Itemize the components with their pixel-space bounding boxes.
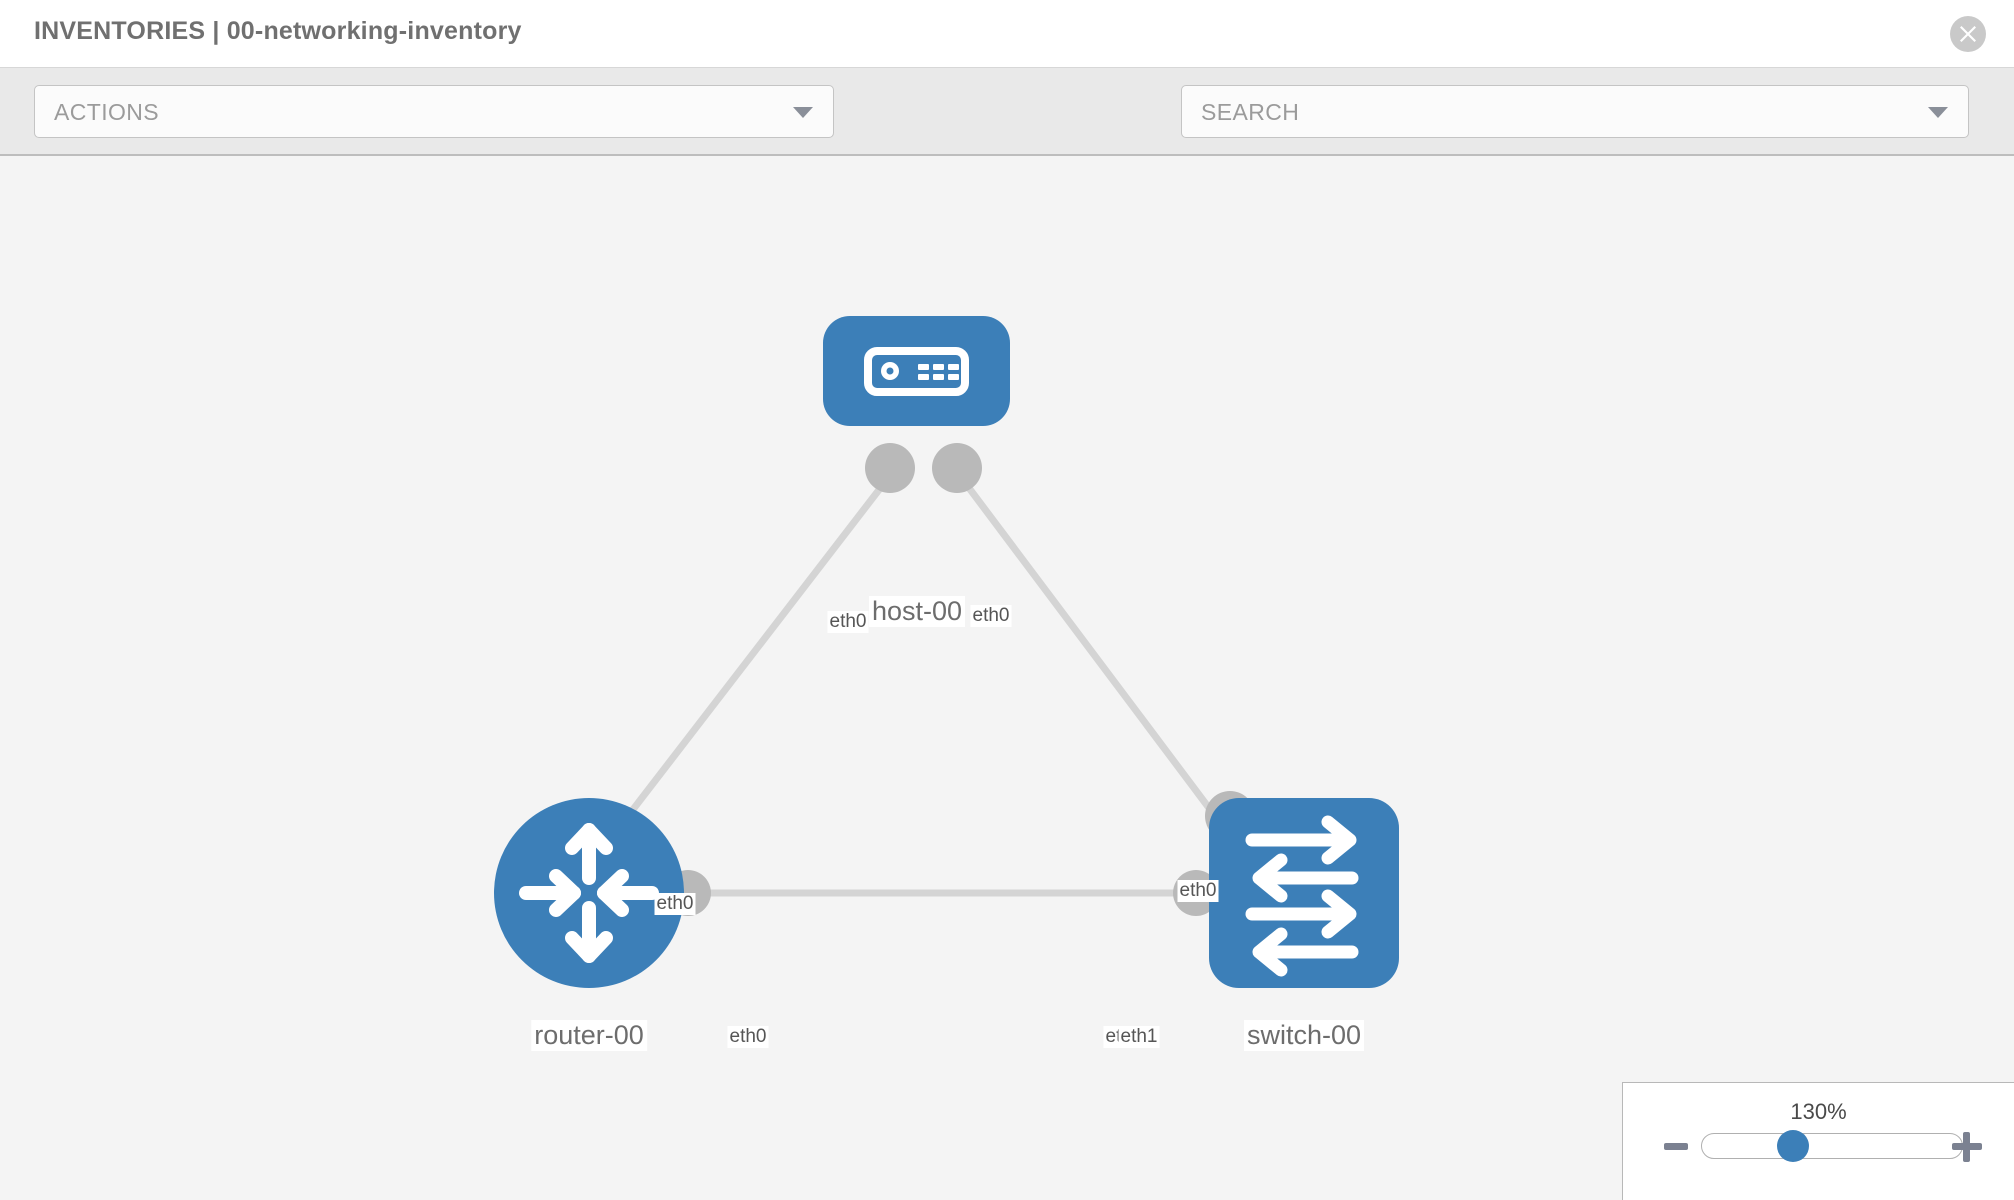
search-placeholder: SEARCH	[1201, 99, 1300, 125]
zoom-level-label: 130%	[1790, 1099, 1847, 1124]
chevron-down-icon[interactable]	[1928, 107, 1948, 118]
iface-label: eth0	[654, 893, 696, 915]
iface-label: eth0	[970, 605, 1012, 627]
node-host-00	[823, 316, 1010, 426]
zoom-in-button[interactable]	[1952, 1132, 1982, 1162]
node-label-router: router-00	[531, 1020, 647, 1051]
zoom-out-button[interactable]	[1664, 1143, 1688, 1150]
close-icon[interactable]	[1950, 16, 1986, 52]
interface-dots	[665, 443, 1255, 916]
topology-links	[625, 453, 1218, 897]
zoom-control-panel: 130%	[1622, 1082, 2014, 1200]
link-host-router	[625, 453, 908, 819]
topology-canvas[interactable]: eth0 eth0 eth0 eth0 eth0 eth0 eth1 host-…	[0, 156, 2014, 1200]
chevron-down-icon	[793, 107, 813, 118]
zoom-slider-handle[interactable]	[1777, 1130, 1809, 1162]
node-switch-00	[1209, 798, 1399, 988]
iface-label: eth0	[1177, 880, 1219, 902]
node-label-host: host-00	[868, 596, 966, 627]
node-router-00	[494, 798, 684, 988]
toolbar: ACTIONS SEARCH	[0, 68, 2014, 195]
iface-dot-host-left	[865, 443, 915, 493]
iface-label: eth0	[827, 611, 869, 633]
page-title: INVENTORIES | 00-networking-inventory	[34, 17, 522, 45]
link-host-switch	[942, 453, 1218, 819]
zoom-slider-track[interactable]	[1701, 1133, 1963, 1159]
iface-label: eth0	[727, 1026, 769, 1048]
actions-dropdown[interactable]: ACTIONS	[34, 85, 834, 138]
actions-dropdown-label: ACTIONS	[54, 99, 160, 125]
search-input[interactable]: SEARCH	[1181, 85, 1969, 138]
window-header: INVENTORIES | 00-networking-inventory	[0, 0, 2014, 68]
iface-label: eth1	[1118, 1026, 1160, 1048]
iface-dot-host-right	[932, 443, 982, 493]
node-label-switch: switch-00	[1243, 1020, 1365, 1051]
